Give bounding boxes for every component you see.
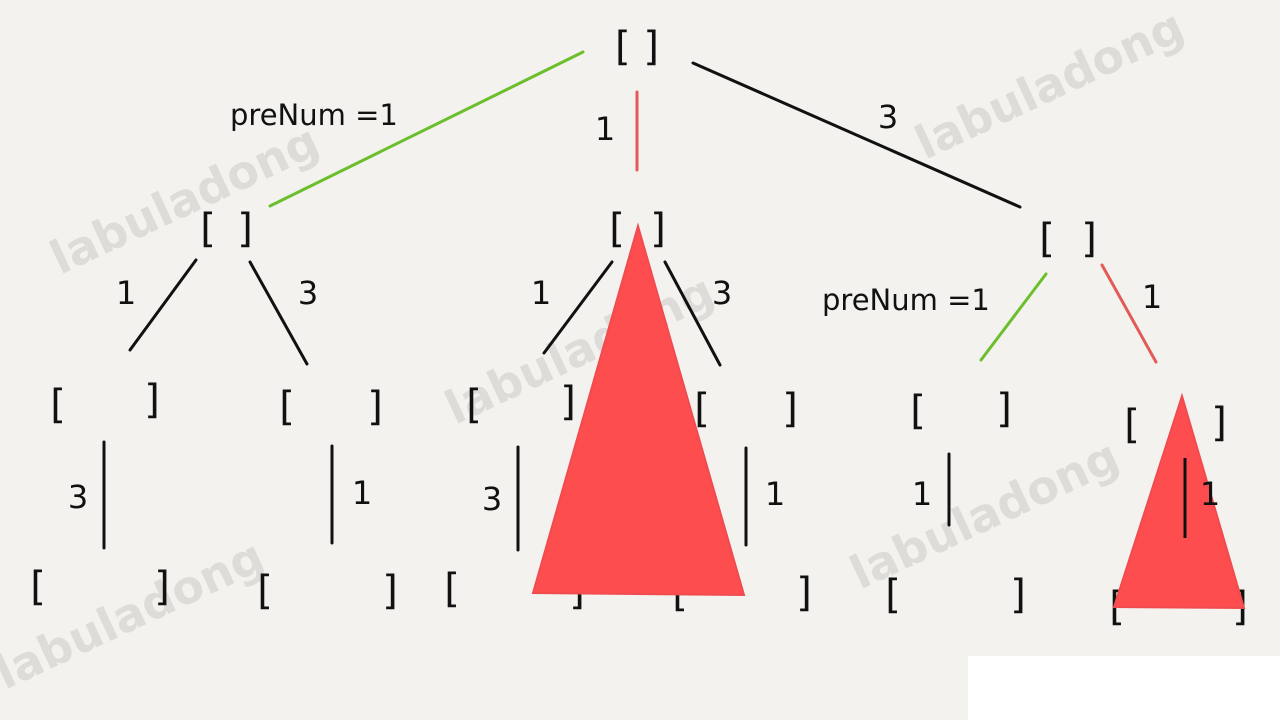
label-l-right: 3 [298,274,318,312]
edge-l-left [128,258,198,352]
label-mr-down: 1 [765,475,785,513]
edges [102,50,1187,552]
node-ll-open: [ [50,382,66,428]
node-mr-open: [ [694,386,710,432]
node-mrl-close: ] [796,570,812,616]
watermark-5: labuladong [0,529,272,700]
node-lrl-open: [ [257,568,273,614]
label-ml-down: 3 [482,480,502,518]
node-ml-close: ] [560,379,576,425]
node-rr-open: [ [1124,402,1140,448]
pruned-triangle-middle [531,222,746,597]
watermark-2: labuladong [907,0,1192,170]
label-rr-down: 1 [1200,475,1220,513]
label-lr-down: 1 [352,474,372,512]
node-ml-open: [ [466,382,482,428]
node-mll-open: [ [444,566,460,612]
label-ll-down: 3 [68,478,88,516]
label-rl-down: 1 [912,475,932,513]
node-l-close: ] [237,206,253,252]
edge-root-left [268,50,585,208]
node-r-close: ] [1081,216,1097,262]
node-rr-close: ] [1211,400,1227,446]
label-m-right: 3 [712,274,732,312]
node-rl-open: [ [910,388,926,434]
node-rl-close: ] [996,386,1012,432]
edge-r-right [1100,263,1158,364]
label-root-right: 3 [878,98,898,136]
edge-m-left [542,260,614,355]
label-root-left: preNum =1 [230,98,398,132]
nodes: [ ] [ ] [ ] [ ] [ ] [ ] [ ] [ ] [ ] [ ] … [30,24,1248,630]
edge-l-right [248,260,309,366]
node-m-open: [ [609,206,625,252]
node-rll-open: [ [885,572,901,618]
label-r-right: 1 [1142,278,1162,316]
pruned-triangle-right [1112,392,1246,610]
corner-patch [968,656,1280,720]
node-l-open: [ [200,206,216,252]
label-m-left: 1 [531,274,551,312]
node-lll-close: ] [154,564,170,610]
edge-m-right [663,260,722,367]
label-l-left: 1 [116,274,136,312]
node-root: [ ] [615,24,659,70]
node-ll-close: ] [144,377,160,423]
node-mr-close: ] [782,386,798,432]
label-root-mid: 1 [595,110,615,148]
pruned-branches [531,222,1246,610]
node-rll-close: ] [1010,572,1026,618]
node-lrl-close: ] [382,568,398,614]
node-lll-open: [ [30,564,46,610]
edge-r-left [979,272,1048,362]
node-lr-open: [ [279,384,295,430]
edge-labels: preNum =1 1 3 1 3 1 3 preNum =1 1 3 1 3 … [68,98,1162,518]
edge-root-right [691,61,1022,209]
label-r-left-note: preNum =1 [822,283,990,317]
node-r-open: [ [1039,216,1055,262]
node-lr-close: ] [367,384,383,430]
node-m-close: ] [650,206,666,252]
